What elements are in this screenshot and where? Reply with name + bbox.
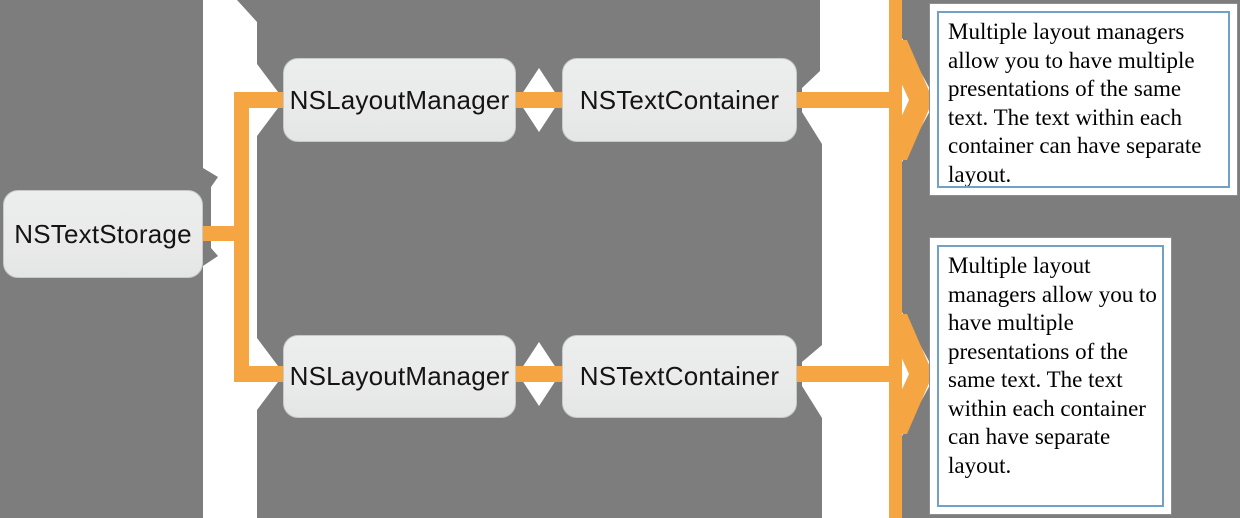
shaft-top-connector [797,92,889,108]
node-label: NSTextStorage [14,218,192,249]
annotation-text-top: Multiple layout managers allow you to ha… [937,11,1230,188]
node-label: NSTextContainer [579,84,780,115]
node-nslayoutmanager-bottom: NSLayoutManager [283,335,516,418]
node-label: NSLayoutManager [289,361,510,391]
node-label: NSLayoutManager [289,84,510,115]
node-nslayoutmanager-top: NSLayoutManager [283,58,516,142]
node-nstextstorage: NSTextStorage [3,190,203,278]
branch-bottom-connector [234,366,284,382]
annotation-text-bottom: Multiple layout managers allow you to ha… [937,245,1164,507]
annotation-box-bottom: Multiple layout managers allow you to ha… [929,237,1172,515]
annotation-box-top: Multiple layout managers allow you to ha… [929,3,1238,196]
shaft-bottom-connector [797,366,889,382]
node-label: NSTextContainer [579,361,780,391]
node-nstextcontainer-top: NSTextContainer [562,58,797,142]
mid-connector-top [516,92,563,108]
mid-connector-bottom [516,366,563,382]
storage-stub-connector [203,226,249,241]
branch-top-connector [234,92,284,108]
node-nstextcontainer-bottom: NSTextContainer [562,335,797,418]
